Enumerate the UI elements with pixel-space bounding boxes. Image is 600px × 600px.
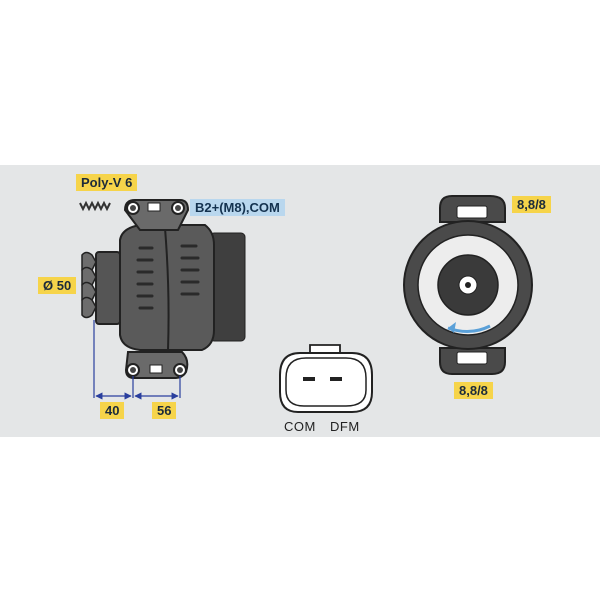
pulley-diameter-label: Ø 50: [38, 277, 77, 294]
pin-dfm-label: DFM: [330, 419, 360, 434]
alternator-side-view: [81, 199, 246, 379]
pin-com-label: COM: [284, 419, 316, 434]
rotation-arrow-icon: [447, 322, 491, 333]
thread-bottom-label: 8,8/8: [454, 382, 493, 399]
thread-top-label: 8,8/8: [512, 196, 551, 213]
dimension-56-label: 56: [152, 402, 177, 419]
dimension-lines: [93, 320, 181, 400]
terminal-label: B2+(M8),COM: [190, 199, 285, 216]
plug-connector: [279, 344, 373, 413]
dimension-40-label: 40: [100, 402, 125, 419]
alternator-front-view: [403, 195, 533, 375]
poly-v-groove-icon: [79, 200, 111, 212]
belt-type-label: Poly-V 6: [76, 174, 138, 191]
